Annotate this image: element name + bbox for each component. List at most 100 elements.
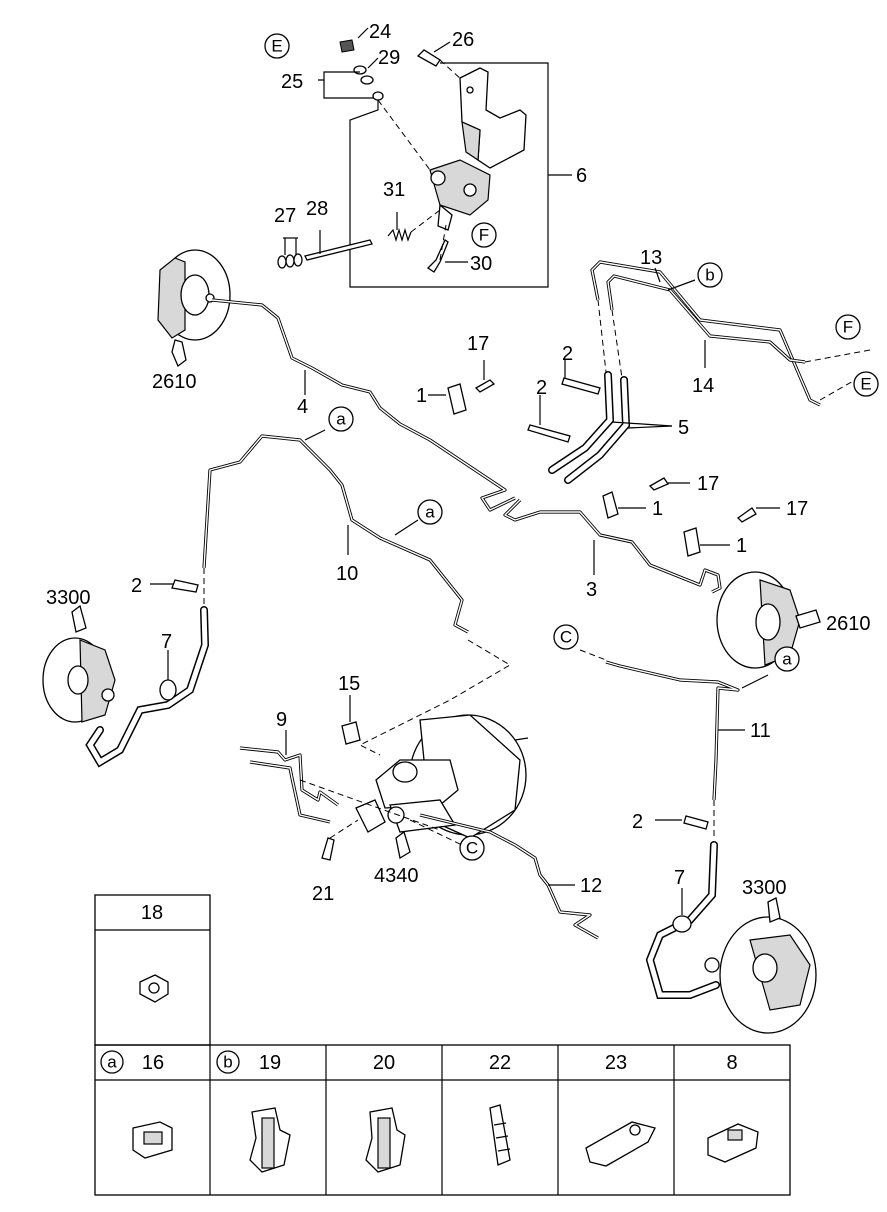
hose-7-left-grommet	[159, 679, 177, 701]
ref-hand-2610-right	[795, 609, 821, 629]
callout-6: 6	[576, 165, 587, 187]
legend-b-ring	[216, 1050, 240, 1074]
bolt-26	[416, 49, 441, 67]
legend-a-ring	[100, 1050, 124, 1074]
pipe-12-inner	[419, 814, 599, 939]
nut-27a	[277, 255, 287, 269]
washer-29b	[360, 75, 374, 85]
pipe-14-inner	[607, 275, 806, 363]
marker-c-left-ring	[553, 624, 579, 650]
dash-14-hose	[611, 309, 623, 379]
callout-29: 29	[378, 47, 400, 69]
dash-e-right	[819, 379, 856, 401]
master-cylinder-port	[387, 806, 405, 824]
clip-8-window	[727, 1129, 743, 1141]
proportioning-valve-assembly	[277, 27, 572, 288]
callout-12: 12	[580, 875, 602, 897]
marker-e-top-ring	[264, 33, 290, 59]
dash-valve-b	[439, 59, 463, 81]
master-cylinder-group	[239, 695, 599, 940]
dash-9-mc	[299, 779, 441, 831]
spring-31	[387, 227, 412, 243]
dash-valve-d	[439, 224, 447, 261]
callout-28: 28	[306, 198, 328, 220]
ref-hand-2610-left	[171, 339, 187, 368]
pipe-3	[503, 498, 722, 594]
ref-hand-4340	[395, 830, 411, 860]
letter-markers: E F b F E a a C a C	[264, 33, 879, 861]
pipe-11-inner	[605, 661, 739, 801]
dash-valve-c	[410, 209, 441, 233]
marker-c-bottom-ring	[459, 835, 485, 861]
callout-2-a: 2	[562, 343, 573, 365]
marker-b-top-ring	[697, 262, 723, 288]
callout-4340: 4340	[374, 865, 419, 887]
dash-valve-a	[377, 99, 431, 171]
leader-13	[654, 267, 661, 283]
marker-a-mid: a	[336, 410, 346, 429]
marker-e-right: E	[860, 375, 871, 394]
callout-3300-left: 3300	[46, 587, 91, 609]
callout-26: 26	[452, 29, 474, 51]
clip-20-slot	[377, 1117, 391, 1169]
marker-a-lower: a	[425, 503, 435, 522]
marker-e-right-ring	[853, 371, 879, 397]
marker-c-bottom: C	[466, 839, 478, 858]
valve-box-outline	[349, 62, 549, 288]
legend-20-label: 20	[373, 1052, 395, 1074]
rotor-center	[180, 274, 210, 316]
leader-25b	[323, 80, 374, 99]
left-rotor-2610	[157, 249, 231, 368]
marker-f-mid: F	[479, 226, 489, 245]
clip-22-rib-3	[497, 1148, 511, 1152]
legend-18-label: 18	[141, 902, 163, 924]
callout-21: 21	[312, 883, 334, 905]
bracket-hole	[466, 86, 474, 94]
bolt-30	[426, 239, 449, 273]
rotor-center-right	[755, 603, 781, 641]
pipe-10	[202, 429, 511, 756]
clip-22-rib-2	[495, 1135, 509, 1139]
callout-31: 31	[383, 179, 405, 201]
pipe-11	[579, 649, 769, 801]
callout-4: 4	[297, 396, 308, 418]
callout-25: 25	[281, 71, 303, 93]
marker-f-right-ring	[835, 314, 861, 340]
clip-22-rib-1	[493, 1122, 507, 1126]
marker-c-left: C	[560, 628, 572, 647]
clip-22-icon	[489, 1104, 511, 1166]
callout-1-mid: 1	[652, 498, 663, 520]
nut-27b	[285, 254, 295, 268]
arrow-a-mid	[304, 429, 326, 441]
valve-body	[429, 159, 491, 216]
valve-port-1	[430, 170, 446, 186]
clip-16-window	[143, 1131, 163, 1145]
dash-13-hose	[597, 299, 607, 373]
legend-b-marker: b	[223, 1053, 232, 1072]
pipe-13-inner	[591, 261, 821, 406]
booster-rod	[514, 737, 529, 741]
valve-port-2	[463, 183, 477, 197]
callout-1-right: 1	[736, 535, 747, 557]
marker-a-right: a	[782, 650, 792, 669]
marker-e-top: E	[271, 37, 282, 56]
clip-1-top	[447, 383, 467, 415]
bolt-17-top	[474, 379, 496, 393]
callout-10: 10	[336, 563, 358, 585]
callout-3300-right: 3300	[742, 877, 787, 899]
marker-a-mid-ring	[328, 406, 354, 432]
right-caliper-port	[704, 957, 720, 973]
bolt-24	[339, 39, 355, 53]
callout-2610-left: 2610	[152, 371, 197, 393]
callout-1-top: 1	[416, 385, 427, 407]
leader-5a	[627, 425, 673, 429]
hose-5	[548, 371, 673, 484]
left-drum-center	[67, 665, 89, 695]
arrow-a-lower	[394, 519, 419, 536]
callout-9: 9	[276, 709, 287, 731]
clip-8-icon	[707, 1123, 759, 1163]
valve-lever	[437, 203, 453, 231]
leader-29	[367, 57, 379, 69]
bolt-17-right	[736, 507, 757, 523]
